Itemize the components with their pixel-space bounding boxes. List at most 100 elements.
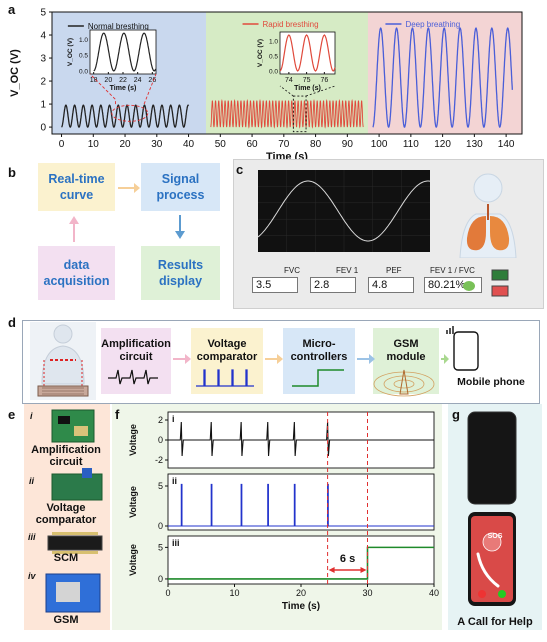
f-series-2 — [168, 546, 434, 580]
xtick-label-4: 40 — [183, 139, 195, 150]
xtick-label-0: 0 — [59, 139, 65, 150]
metric-value-fev1: 2.8 — [310, 277, 356, 293]
inset-ytick-label-0-1: 0.5 — [79, 53, 88, 60]
inset-ytick-label-1-1: 0.5 — [269, 54, 278, 61]
ytick-label-1: 1 — [40, 100, 46, 111]
inset-ytick-label-0-2: 1.0 — [79, 37, 88, 44]
subplot-frame-1 — [167, 473, 435, 531]
component-num-ii: ii — [29, 476, 35, 486]
metric-name-fvc: FVC — [284, 266, 300, 275]
call-handset-icon — [476, 552, 500, 588]
legend-label-1: Rapid bresthing — [263, 20, 319, 29]
f-ylabel-2: Voltage — [128, 544, 138, 576]
ytick-label-4: 4 — [40, 31, 46, 42]
arrow-down — [175, 215, 185, 239]
inset-xlabel-1: Time (s) — [294, 85, 321, 92]
component-photos — [45, 409, 103, 613]
diagram-b: Real-time curve Signal process data acqu… — [24, 158, 230, 314]
f-arrow-head-right — [360, 567, 367, 573]
plot-frame — [51, 11, 523, 135]
voltage-comparator-box: Voltage comparator — [191, 328, 263, 394]
f-xtick-label-0: 0 — [165, 588, 170, 598]
inset-xtick-label-0-1: 20 — [104, 77, 112, 84]
arrow-right — [118, 183, 140, 193]
phone-off-photo — [467, 411, 517, 505]
f-ytick-label-0-1: 0 — [158, 435, 163, 445]
amp-waveform — [108, 369, 158, 385]
signal-bars-icon — [446, 326, 454, 334]
f-ytick-label-0-0: -2 — [155, 455, 163, 465]
accept-call-icon — [498, 590, 506, 598]
subplot-label-2: iii — [172, 538, 180, 548]
series-1 — [210, 98, 364, 129]
sos-avatar-icon — [482, 532, 502, 552]
arrow-3 — [357, 354, 375, 364]
xtick-label-1: 10 — [88, 139, 100, 150]
xtick-label-8: 80 — [310, 139, 322, 150]
component-label-gsm: GSM — [53, 614, 79, 626]
component-label-scm: SCM — [53, 552, 79, 564]
sos-label: SOS — [487, 533, 503, 540]
xtick-label-13: 130 — [466, 139, 483, 150]
inset-series-1 — [279, 34, 336, 72]
body-sensor-illustration — [30, 322, 96, 400]
f-series-0 — [168, 421, 434, 457]
f-ytick-label-2-0: 0 — [158, 574, 163, 584]
panel-label-c: c — [236, 162, 244, 177]
antenna-icon — [399, 369, 409, 395]
ytick-label-3: 3 — [40, 54, 46, 65]
f-xtick-label-3: 30 — [362, 588, 372, 598]
f-series-1 — [168, 483, 434, 527]
f-ytick-label-1-1: 5 — [158, 481, 163, 491]
xtick-label-11: 110 — [403, 139, 419, 150]
xtick-label-3: 30 — [151, 139, 163, 150]
right-lung-icon — [490, 216, 510, 251]
subplot-frame-2 — [167, 535, 435, 585]
metrics-row: FVC 3.5 FEV 1 2.8 PEF 4.8 FEV 1 / FVC 80… — [240, 266, 540, 304]
flow-arrows — [69, 183, 185, 242]
f-xtick-label-4: 40 — [429, 588, 439, 598]
decline-call-icon — [478, 590, 486, 598]
legend-label-2: Deep breathing — [405, 20, 460, 29]
inset-xtick-label-0-0: 18 — [90, 77, 98, 84]
xtick-label-12: 120 — [434, 139, 451, 150]
f-interval-label: 6 s — [340, 553, 355, 565]
f-ytick-label-2-1: 5 — [158, 542, 163, 552]
metric-value-pef: 4.8 — [368, 277, 414, 293]
micro-step — [292, 369, 344, 387]
inset-xtick-label-1-0: 74 — [285, 77, 293, 84]
f-ytick-label-0-2: 2 — [158, 415, 163, 425]
gsm-module-label: GSM module — [386, 338, 426, 363]
inset-frame-1 — [279, 31, 336, 75]
inset-xlabel-0: Time (s) — [110, 85, 137, 92]
inset-connector-1 — [279, 85, 336, 97]
subplot-label-0: i — [172, 414, 175, 424]
component-num-iv: iv — [28, 571, 36, 581]
left-lung-icon — [466, 216, 486, 251]
call-for-help-caption: A Call for Help — [457, 616, 533, 628]
inset-ylabel-0: V_OC (V) — [67, 38, 74, 66]
f-xlabel: Time (s) — [282, 601, 320, 612]
phone-icon — [453, 331, 479, 371]
amplification-circuit-box: Amplification circuit — [101, 328, 171, 394]
series-0 — [61, 104, 190, 128]
scm-board-photo — [47, 535, 103, 551]
metric-value-fvc: 3.5 — [252, 277, 298, 293]
comparator-board-photo — [51, 473, 103, 501]
subplot-label-1: ii — [172, 476, 177, 486]
component-num-i: i — [30, 411, 33, 421]
panel-label-a: a — [8, 2, 16, 17]
panel-label-b: b — [8, 165, 16, 180]
amplification-circuit-label: Amplification circuit — [101, 338, 171, 363]
ytick-label-2: 2 — [40, 77, 46, 88]
xtick-label-2: 20 — [119, 139, 131, 150]
metric-name-fev1: FEV 1 — [336, 266, 359, 275]
lung-illustration — [459, 173, 517, 258]
f-ylabel-0: Voltage — [128, 424, 138, 456]
inset-xtick-label-0-2: 22 — [119, 77, 127, 84]
data-acquisition-box: data acquisition — [38, 246, 115, 300]
arrow-1 — [173, 354, 191, 364]
panel-label-e: e — [8, 407, 16, 422]
